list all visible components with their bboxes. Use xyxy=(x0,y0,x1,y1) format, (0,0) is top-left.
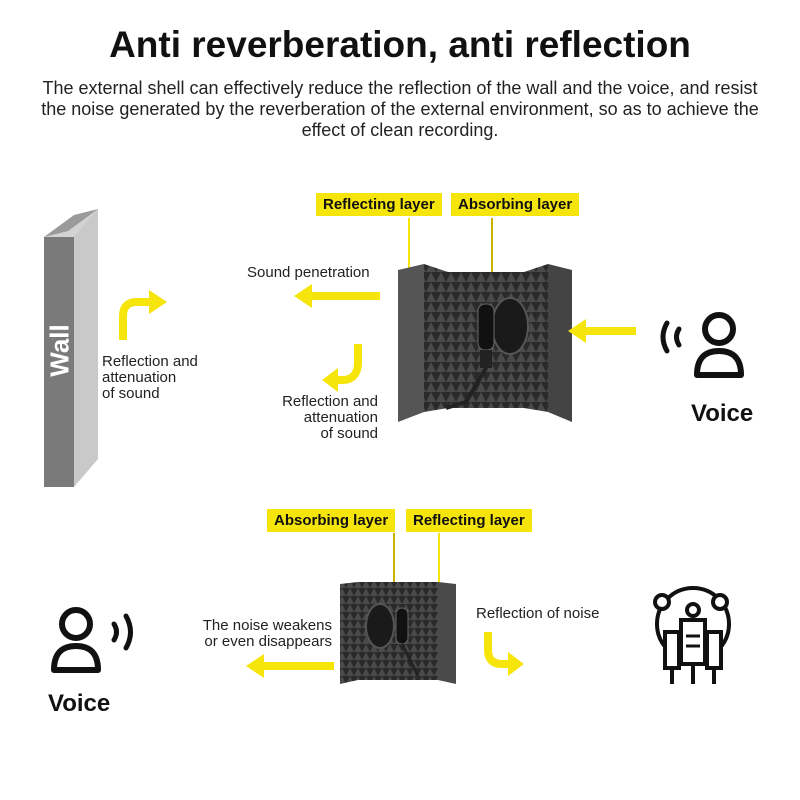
wall-reflection-arrow xyxy=(119,290,167,340)
noise-source-icon xyxy=(653,586,731,684)
isolation-shield-bottom xyxy=(340,582,456,684)
voice-label-bottom: Voice xyxy=(48,690,111,717)
isolation-shield-top xyxy=(398,264,572,422)
absorbing-layer-tag-bottom: Absorbing layer xyxy=(267,509,396,532)
noise-weakens-label: The noise weakens or even disappears xyxy=(202,617,332,650)
absorbing-layer-tag-top: Absorbing layer xyxy=(451,193,580,216)
voice-person-icon-top xyxy=(660,312,744,378)
shell-reflection-label: Reflection and attenuation of sound xyxy=(282,393,378,442)
voice-label-top: Voice xyxy=(691,400,754,427)
shell-reflection-arrow xyxy=(322,344,362,392)
wall-graphic xyxy=(44,209,98,487)
page-title: Anti reverberation, anti reflection xyxy=(109,24,691,65)
voice-in-arrow xyxy=(568,319,636,343)
noise-weakens-arrow xyxy=(246,654,334,678)
reflecting-layer-tag-top: Reflecting layer xyxy=(316,193,442,216)
page-subtitle: The external shell can effectively reduc… xyxy=(41,78,759,140)
reflection-of-noise-label: Reflection of noise xyxy=(476,605,600,622)
sound-penetration-arrow xyxy=(294,284,380,308)
reflecting-layer-tag-bottom: Reflecting layer xyxy=(406,509,532,532)
voice-person-icon-bottom xyxy=(51,607,133,673)
wall-reflection-label: Reflection and attenuation of sound xyxy=(102,353,198,402)
sound-penetration-label: Sound penetration xyxy=(247,264,370,281)
reflection-of-noise-arrow xyxy=(484,632,524,676)
